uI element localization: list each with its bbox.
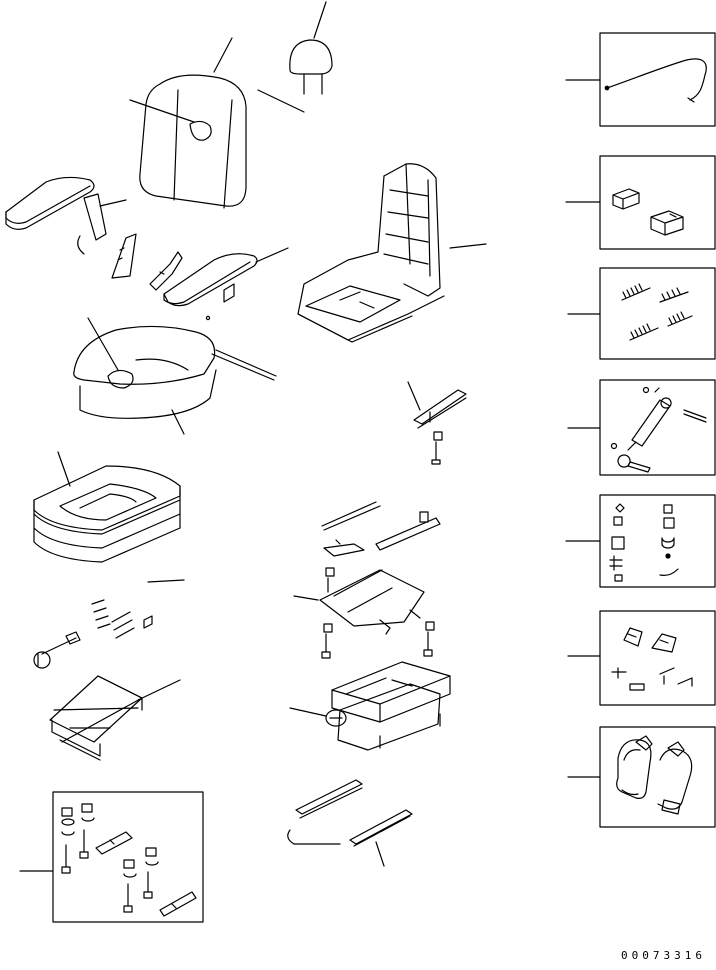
cable-assembly-box[interactable] [566,33,715,126]
brackets-box[interactable] [568,611,715,705]
armrest-left[interactable] [6,177,126,254]
seat-frame[interactable] [298,164,486,342]
headrest[interactable] [258,2,332,112]
mounting-hardware-kit-box[interactable] [20,792,203,922]
bracket-bolt[interactable] [294,502,440,658]
springs-box[interactable] [568,268,715,359]
drawing-number: 00073316 [621,949,706,962]
cap-clips-box[interactable] [566,156,715,249]
seat-rails[interactable] [288,780,412,866]
hardware-kit-box[interactable] [566,495,715,587]
seat-belt-box[interactable] [568,727,715,827]
slide-assembly-upper[interactable] [408,382,466,464]
adjuster-set[interactable] [112,234,182,290]
shock-absorber-box[interactable] [568,380,715,475]
backrest-cushion[interactable] [130,38,246,208]
suspension-base[interactable] [290,662,450,750]
scissor-linkage[interactable] [34,580,184,760]
armrest-right[interactable] [164,248,288,320]
foam-pad[interactable] [34,452,180,562]
seat-cushion[interactable] [74,318,276,434]
